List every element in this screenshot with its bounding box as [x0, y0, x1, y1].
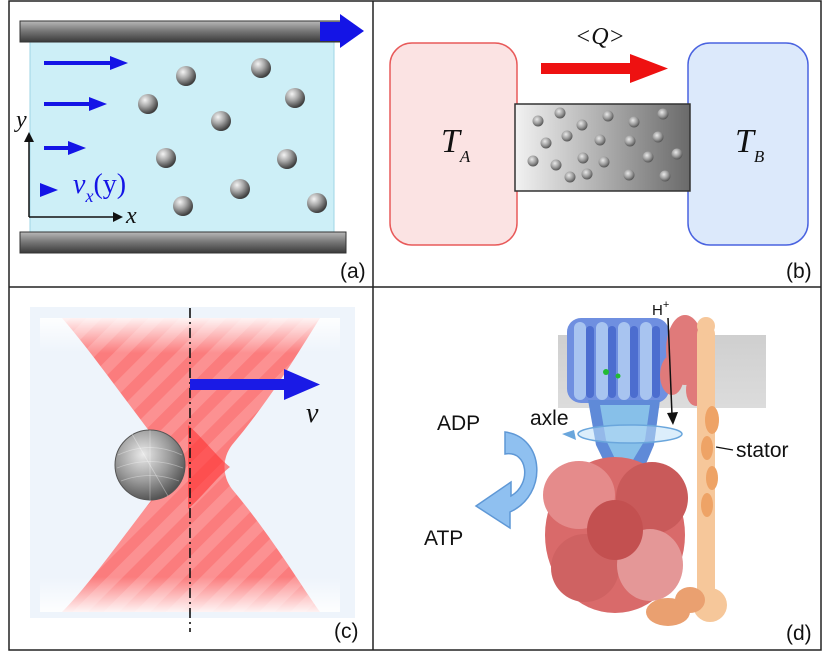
top-wall: [19, 20, 343, 43]
axle-label: axle: [530, 407, 569, 430]
heat-flow-arrow: [541, 54, 668, 83]
heat-flux-label: <Q>: [575, 24, 625, 50]
catalytic-head: [543, 457, 688, 613]
panel-a: y x vx(y) (a): [14, 14, 366, 283]
panel-c: v (c): [30, 307, 359, 643]
panel-b: <Q> TA TB (b): [389, 24, 812, 283]
top-wall-arrow: [320, 14, 364, 48]
particles: [138, 58, 327, 216]
panel-a-label: (a): [340, 260, 366, 283]
velocity-profile-label: vx(y): [73, 169, 126, 206]
channel-particles: [527, 107, 683, 183]
delta-subunit: [646, 587, 705, 626]
trapped-bead: [114, 429, 186, 501]
x-axis-label: x: [125, 203, 137, 229]
panel-frame: [8, 0, 822, 651]
atp-label: ATP: [424, 527, 463, 550]
y-axis-label: y: [14, 107, 27, 133]
proton-path-arrow: [667, 317, 673, 416]
velocity-arrow: [190, 369, 320, 400]
flow-velocity-arrows: [40, 56, 128, 197]
peripheral-stalk: [693, 317, 727, 622]
panel-d: H+ axle stator ADP ATP (d): [424, 299, 812, 645]
temperature-a-label: TA: [441, 123, 471, 166]
atp-synthesis-cycle-arrow: [474, 431, 538, 530]
bottom-wall: [19, 231, 347, 254]
panel-c-label: (c): [334, 620, 359, 643]
panel-b-label: (b): [786, 260, 812, 283]
proton-label: H+: [652, 299, 669, 319]
adp-label: ADP: [437, 412, 480, 435]
panel-d-label: (d): [786, 622, 812, 645]
stator-label: stator: [736, 439, 789, 462]
stator-pointer: [715, 446, 734, 451]
coordinate-axes: [24, 132, 123, 222]
velocity-label: v: [306, 398, 319, 429]
temperature-b-label: TB: [735, 123, 765, 166]
rotor-ring: [567, 318, 669, 403]
rotation-arrow: [562, 424, 683, 444]
